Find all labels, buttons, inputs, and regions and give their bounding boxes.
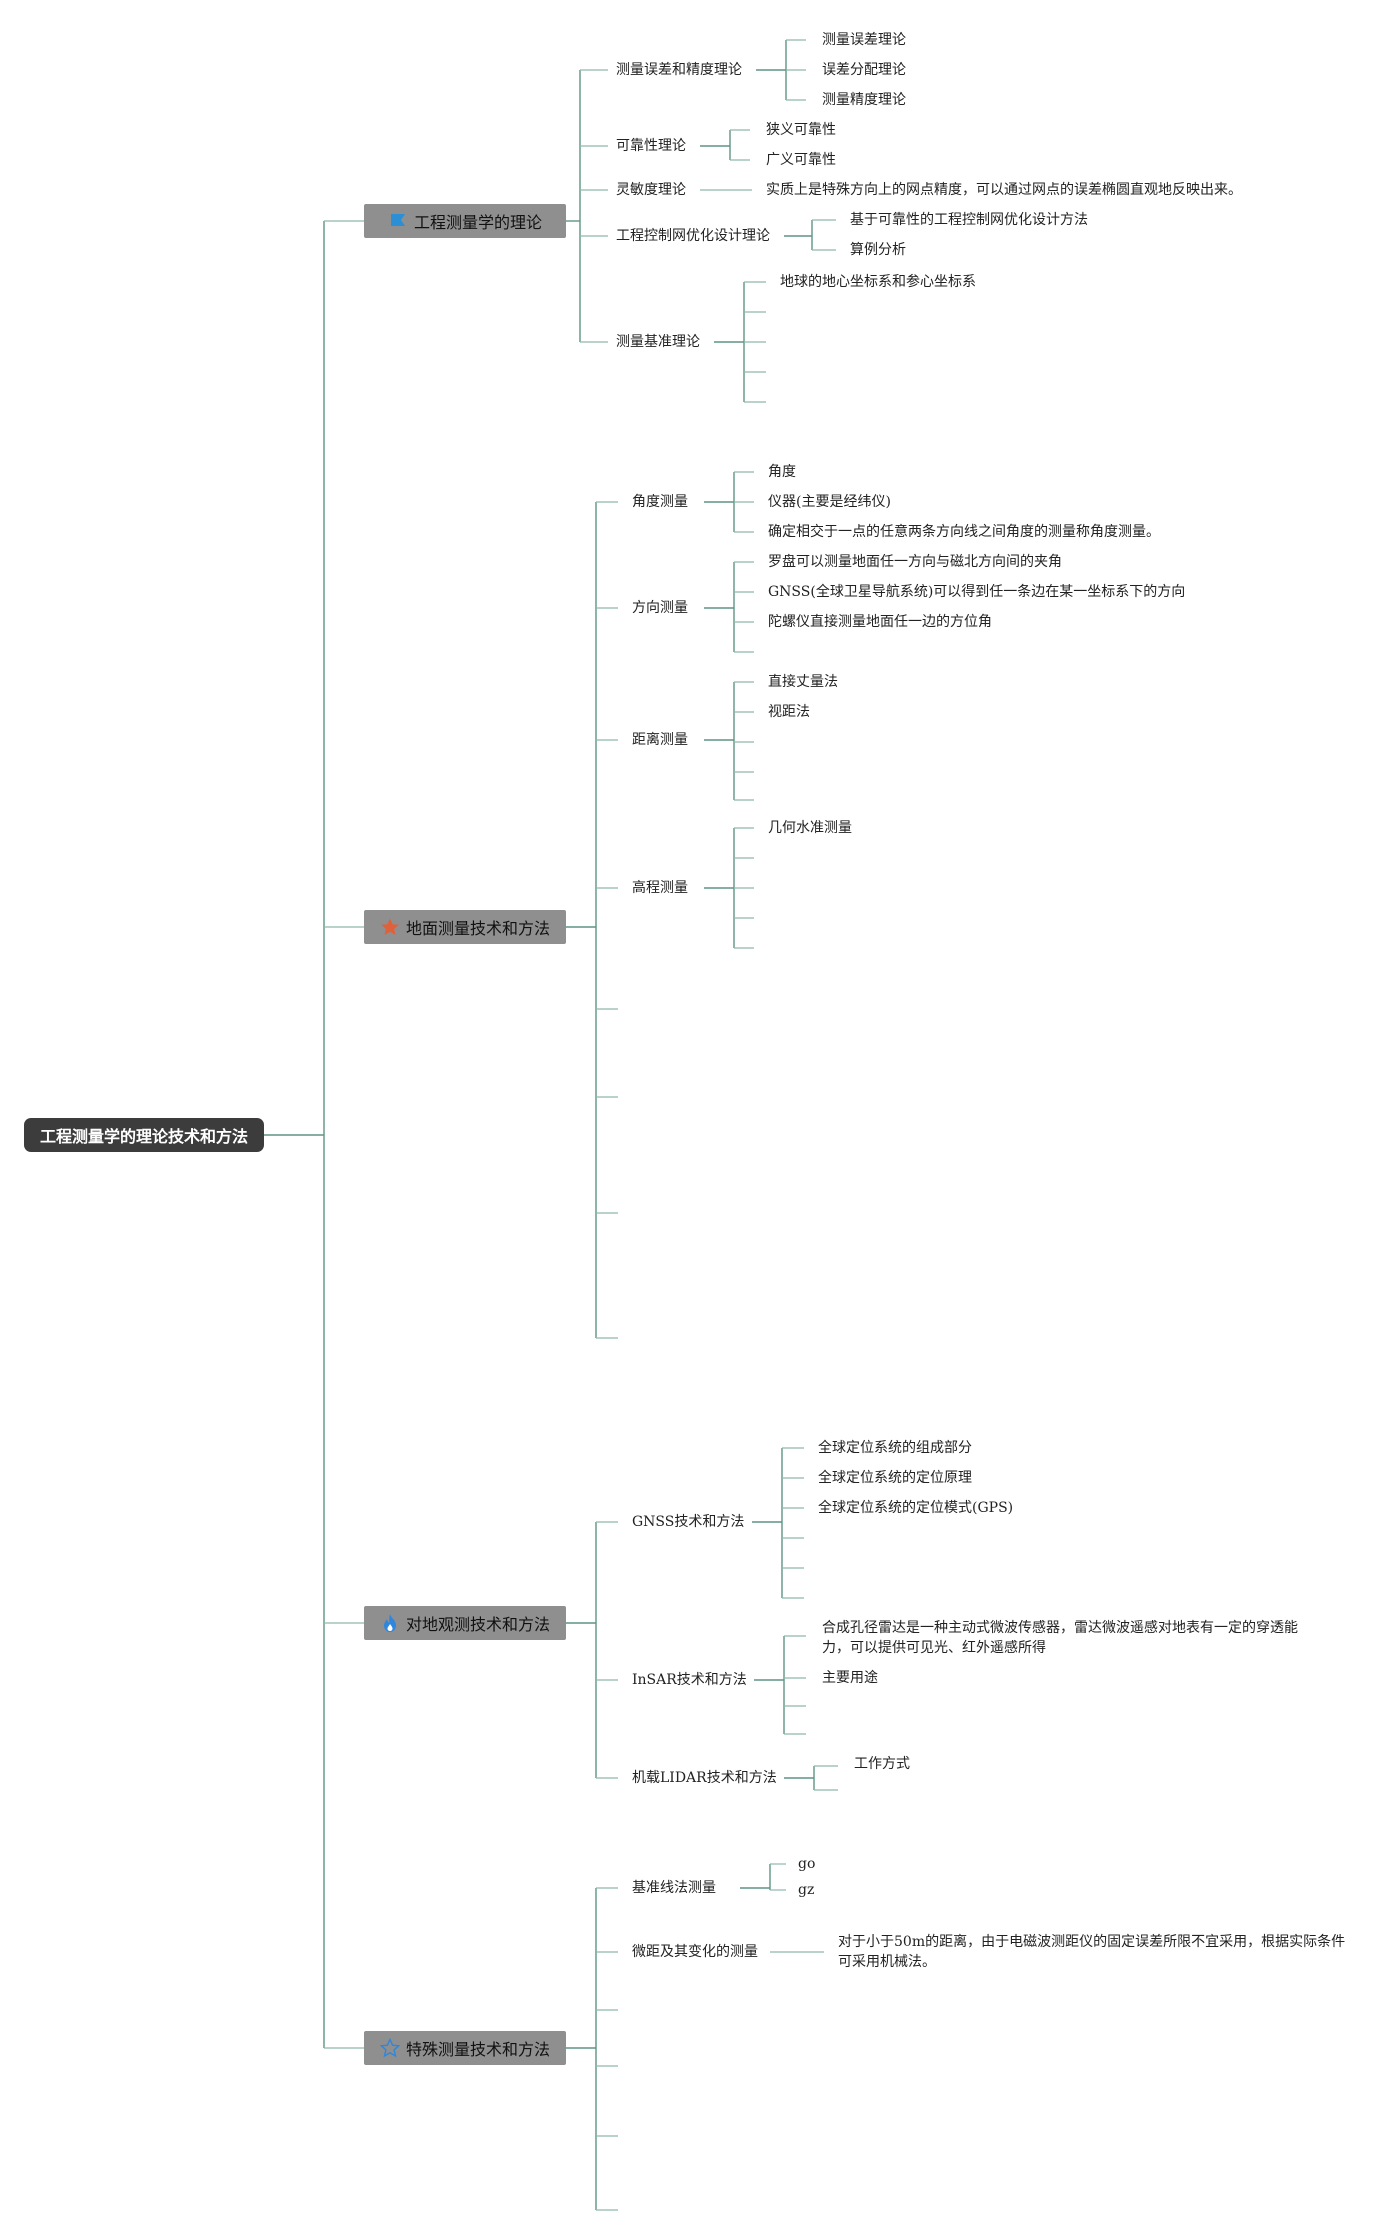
subtopic[interactable]: 全球定位系统的定位模式(GPS)	[818, 1500, 1014, 1516]
subtopic[interactable]: 罗盘可以测量地面任一方向与磁北方向间的夹角	[768, 554, 1062, 570]
subtopic[interactable]: 仪器(主要是经纬仪)	[768, 494, 891, 510]
branch-special-survey[interactable]: 特殊测量技术和方法	[364, 2031, 566, 2065]
subtopic[interactable]: 合成孔径雷达是一种主动式微波传感器，雷达微波遥感对地表有一定的穿透能力，可以提供…	[822, 1620, 1298, 1656]
root-node[interactable]: 工程测量学的理论技术和方法	[24, 1118, 264, 1152]
subtopic[interactable]: 狭义可靠性	[766, 122, 836, 138]
subtopic[interactable]: 测量误差理论	[822, 32, 906, 48]
topic-reliability[interactable]: 可靠性理论	[616, 138, 686, 154]
branch-label: 特殊测量技术和方法	[405, 2040, 550, 2059]
topic-angle[interactable]: 角度测量	[632, 494, 688, 510]
topic-height[interactable]: 高程测量	[632, 880, 688, 896]
star-icon	[381, 918, 399, 935]
subtopic[interactable]: 确定相交于一点的任意两条方向线之间角度的测量称角度测量。	[768, 524, 1160, 540]
subtopic[interactable]: 主要用途	[822, 1670, 878, 1686]
topic-direction[interactable]: 方向测量	[632, 600, 688, 616]
topic-micro-distance[interactable]: 微距及其变化的测量	[632, 1944, 758, 1960]
branch-earth-observation[interactable]: 对地观测技术和方法	[364, 1606, 566, 1640]
subtopic[interactable]: 广义可靠性	[766, 152, 836, 168]
subtopic[interactable]: 算例分析	[850, 242, 906, 258]
branch-label: 地面测量技术和方法	[405, 919, 550, 938]
flame-icon	[383, 1614, 396, 1632]
topic-distance[interactable]: 距离测量	[632, 732, 688, 748]
root-label: 工程测量学的理论技术和方法	[39, 1127, 248, 1146]
subtopic[interactable]: 直接丈量法	[768, 674, 838, 690]
subtopic[interactable]: 实质上是特殊方向上的网点精度，可以通过网点的误差椭圆直观地反映出来。	[766, 182, 1242, 198]
subtopic[interactable]: 基于可靠性的工程控制网优化设计方法	[850, 212, 1088, 228]
topic-sensitivity[interactable]: 灵敏度理论	[616, 182, 686, 198]
topic-error-precision[interactable]: 测量误差和精度理论	[616, 62, 742, 78]
subtopic[interactable]: 视距法	[768, 704, 810, 720]
subtopic[interactable]: go	[798, 1856, 816, 1872]
subtopic[interactable]: 误差分配理论	[822, 62, 906, 78]
topic-gnss[interactable]: GNSS技术和方法	[632, 1514, 745, 1530]
subtopic[interactable]: 全球定位系统的组成部分	[818, 1440, 972, 1456]
subtopic[interactable]: 陀螺仪直接测量地面任一边的方位角	[768, 614, 992, 630]
subtopic[interactable]: gz	[798, 1882, 815, 1898]
subtopic[interactable]: 地球的地心坐标系和参心坐标系	[780, 274, 976, 290]
subtopic[interactable]: 几何水准测量	[768, 820, 852, 836]
branch-theory[interactable]: 工程测量学的理论	[364, 204, 566, 238]
topic-datum[interactable]: 测量基准理论	[616, 334, 700, 350]
topic-insar[interactable]: InSAR技术和方法	[632, 1672, 747, 1688]
subtopic[interactable]: 角度	[768, 464, 796, 480]
subtopic[interactable]: 全球定位系统的定位原理	[818, 1470, 972, 1486]
subtopic[interactable]: GNSS(全球卫星导航系统)可以得到任一条边在某一坐标系下的方向	[768, 584, 1186, 600]
branch-label: 工程测量学的理论	[413, 213, 542, 232]
branch-label: 对地观测技术和方法	[405, 1615, 550, 1634]
topic-baseline[interactable]: 基准线法测量	[632, 1880, 716, 1896]
flag-icon	[390, 214, 405, 226]
subtopic[interactable]: 对于小于50m的距离，由于电磁波测距仪的固定误差所限不宜采用，根据实际条件可采用…	[838, 1934, 1346, 1970]
topic-network-optimization[interactable]: 工程控制网优化设计理论	[616, 228, 770, 244]
branch-ground-survey[interactable]: 地面测量技术和方法	[364, 910, 566, 944]
subtopic[interactable]: 工作方式	[854, 1756, 910, 1772]
subtopic[interactable]: 测量精度理论	[822, 92, 906, 108]
star-outline-icon	[379, 2038, 400, 2058]
topic-lidar[interactable]: 机载LIDAR技术和方法	[632, 1770, 777, 1786]
